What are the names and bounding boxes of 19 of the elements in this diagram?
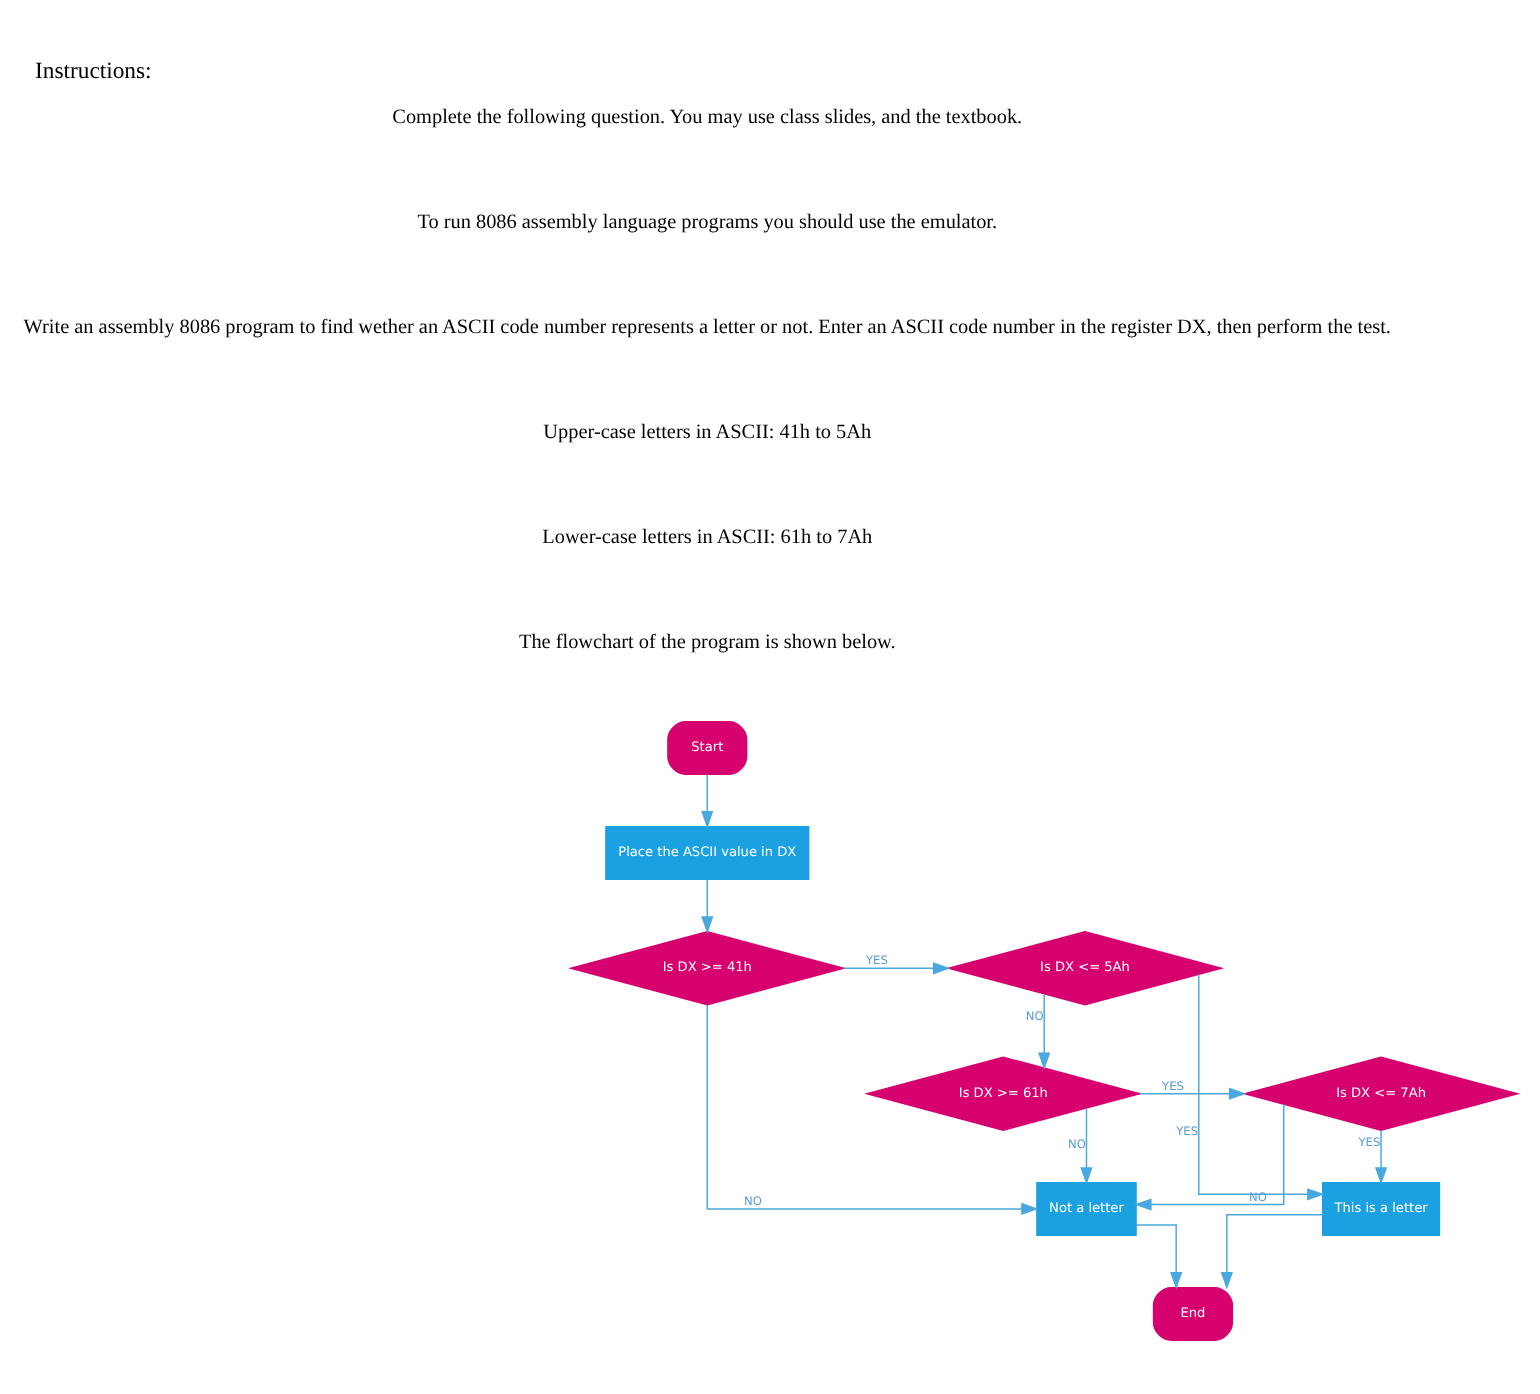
- label: To run 8086 assembly language programs you should use the emulator.: [417, 212, 998, 235]
- arrow: [701, 879, 714, 934]
- arrow: [1220, 1214, 1324, 1290]
- arrow: [1198, 973, 1325, 1201]
- label: Lower-case letters in ASCII: 61h to 7Ah: [542, 527, 873, 550]
- label: Upper-case letters in ASCII: 41h to 5Ah: [543, 422, 872, 445]
- arrow: [701, 773, 714, 829]
- arrow: [842, 962, 951, 975]
- diagram-title: Instructions:: [35, 58, 152, 85]
- arrow: [1038, 993, 1051, 1070]
- label: The flowchart of the program is shown below.: [518, 632, 896, 655]
- label: Write an assembly 8086 program to find wether an ASCII code number represents a letter or not. Enter an ASCII code number in the register DX, then perform the test.: [23, 317, 1391, 340]
- arrow: [1135, 1224, 1183, 1290]
- arrow: [1134, 1103, 1285, 1211]
- arrow: [1139, 1087, 1247, 1100]
- arrow: [1374, 1130, 1388, 1185]
- arrow: [706, 1004, 1039, 1216]
- label: Complete the following question. You may use class slides, and the textbook.: [392, 107, 1023, 130]
- arrow: [1080, 1107, 1093, 1185]
